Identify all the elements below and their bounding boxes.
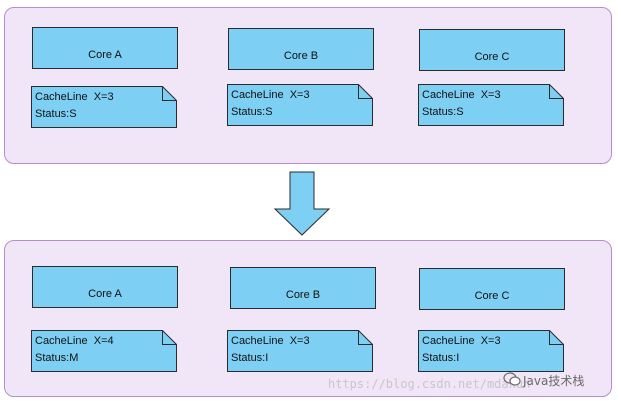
cacheline-status: Status:I <box>231 352 269 364</box>
core-a-cacheline-note: CacheLine X=4 Status:M <box>31 330 177 372</box>
cacheline-value: CacheLine X=3 <box>422 335 501 347</box>
core-c-box: Core C <box>419 268 565 310</box>
cacheline-value: CacheLine X=4 <box>35 335 114 347</box>
cacheline-value: CacheLine X=3 <box>422 89 501 101</box>
note-shape <box>227 84 373 126</box>
core-c-cacheline-note: CacheLine X=3 Status:S <box>418 84 564 126</box>
core-b-box: Core B <box>230 267 376 309</box>
core-b-label: Core B <box>283 50 319 62</box>
note-shape <box>418 330 564 372</box>
core-a-cacheline-note: CacheLine X=3 Status:S <box>31 86 177 128</box>
cacheline-status: Status:M <box>35 352 79 364</box>
core-c-label: Core C <box>474 51 510 63</box>
cacheline-status: Status:I <box>422 352 460 364</box>
watermark-url: https://blog.csdn.net/mdakun <box>328 377 531 391</box>
core-b-cacheline-note: CacheLine X=3 Status:I <box>227 330 373 372</box>
watermark-brand: Java技术栈 <box>523 374 585 388</box>
core-c-box: Core C <box>419 29 565 71</box>
core-c-label: Core C <box>474 290 510 302</box>
core-a-label: Core A <box>88 288 122 300</box>
core-a-box: Core A <box>32 27 178 69</box>
core-b-cacheline-note: CacheLine X=3 Status:S <box>227 84 373 126</box>
cacheline-value: CacheLine X=3 <box>231 335 310 347</box>
note-shape <box>227 330 373 372</box>
cacheline-status: Status:S <box>422 106 464 118</box>
core-b-label: Core B <box>285 289 321 301</box>
core-a-label: Core A <box>88 49 122 61</box>
cacheline-status: Status:S <box>231 106 273 118</box>
down-arrow-icon <box>273 171 331 236</box>
core-c-cacheline-note: CacheLine X=3 Status:I <box>418 330 564 372</box>
core-a-box: Core A <box>32 266 178 308</box>
note-shape <box>31 86 177 128</box>
note-shape <box>418 84 564 126</box>
cacheline-value: CacheLine X=3 <box>231 89 310 101</box>
note-shape <box>31 330 177 372</box>
wechat-icon <box>503 372 521 386</box>
cacheline-value: CacheLine X=3 <box>35 91 114 103</box>
cacheline-status: Status:S <box>35 108 77 120</box>
core-b-box: Core B <box>228 28 374 70</box>
